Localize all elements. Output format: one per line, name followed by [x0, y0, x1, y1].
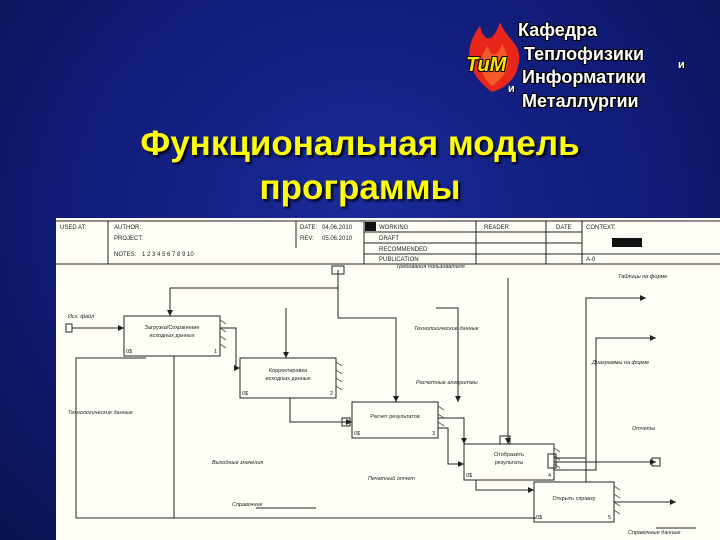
idef0-diagram: USED AT: AUTHOR: PROJECT: DATE: 04.06.20…: [56, 218, 720, 540]
diagram-canvas: [56, 220, 720, 529]
logo-line-4: Металлургии: [522, 91, 639, 111]
logo-abbr: ТиМ: [466, 54, 507, 76]
logo-line-2: Теплофизики: [524, 44, 645, 64]
slide-title: Функциональная модель программы: [0, 122, 720, 210]
logo-line-3: Информатики: [522, 67, 647, 87]
logo-conj-right: и: [678, 59, 685, 71]
title-line-1: Функциональная модель: [140, 124, 580, 163]
title-line-2: программы: [259, 168, 461, 207]
flame-logo-icon: [469, 22, 520, 92]
logo-line-1: Кафедра: [518, 20, 598, 40]
department-logo: ТиМ Кафедра Теплофизики Информатики Мета…: [462, 14, 712, 114]
logo-conj-left: и: [508, 83, 515, 95]
